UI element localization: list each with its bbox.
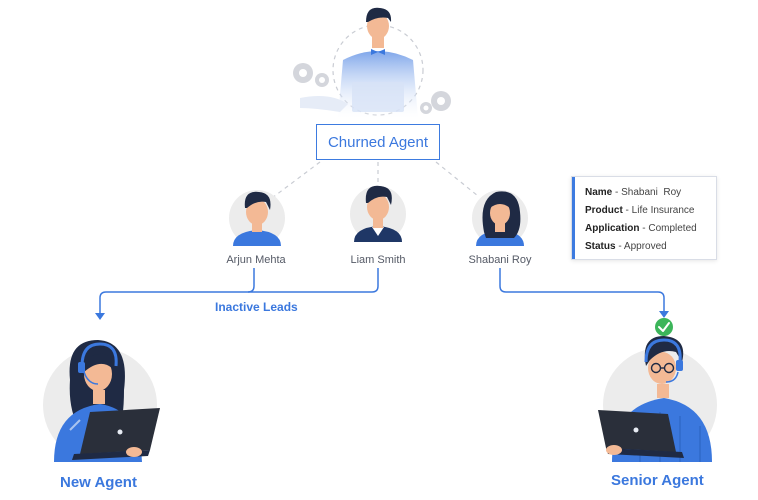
agent-name-liam: Liam Smith (350, 254, 406, 266)
gear-icon (293, 63, 329, 87)
new-agent-illustration (43, 340, 160, 462)
avatar-liam-smith (350, 185, 406, 242)
gear-icon (420, 91, 451, 114)
senior-agent-label: Senior Agent (611, 472, 704, 489)
churned-agent-illustration (293, 7, 451, 118)
info-row-application: Application - Completed (585, 223, 697, 234)
agent-name-shabani: Shabani Roy (468, 254, 532, 266)
check-icon (655, 318, 673, 336)
avatar-arjun-mehta (229, 190, 285, 246)
info-row-name: Name - Shabani Roy (585, 187, 682, 198)
info-row-status: Status - Approved (585, 241, 667, 252)
new-agent-label: New Agent (60, 474, 137, 491)
flow-lines (99, 268, 665, 314)
arrow-heads (95, 311, 669, 320)
agent-name-arjun: Arjun Mehta (226, 254, 286, 266)
avatar-shabani-roy (472, 190, 528, 246)
senior-agent-illustration (598, 336, 717, 462)
lead-info-card: Name - Shabani Roy Product - Life Insura… (571, 176, 717, 260)
inactive-leads-label: Inactive Leads (215, 300, 298, 314)
info-row-product: Product - Life Insurance (585, 205, 695, 216)
churned-agent-label: Churned Agent (327, 133, 429, 151)
churned-agent-box: Churned Agent (316, 124, 440, 160)
connectors-dashed (271, 161, 479, 199)
